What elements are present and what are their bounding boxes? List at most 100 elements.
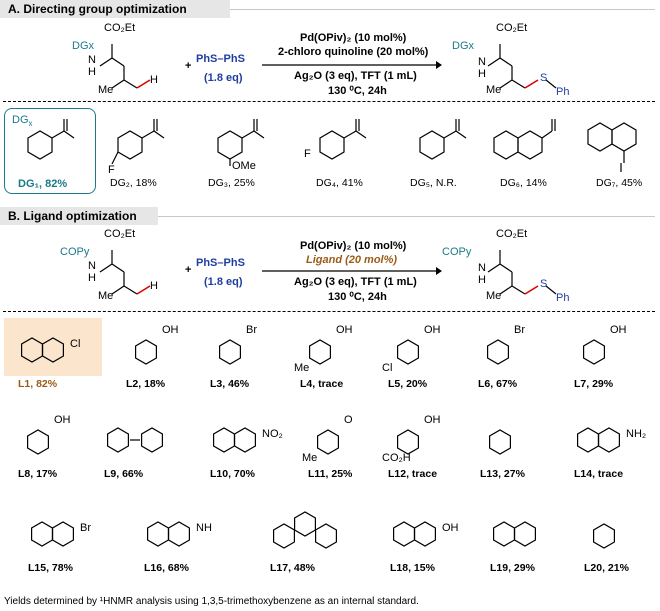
reagent-a-eq: (1.8 eq): [204, 72, 243, 84]
ligand-16-structure: [146, 521, 191, 547]
cond-a-1: Pd(OPiv)₂ (10 mol%): [300, 32, 407, 44]
ligand-3-substituent: Br: [246, 324, 257, 336]
ligand-2-substituent: OH: [162, 324, 179, 336]
plus-a: +: [185, 60, 192, 72]
dg5-label: DG₅, N.R.: [410, 177, 457, 189]
ligand-2-structure: [135, 339, 158, 365]
l1-highlight-box: [4, 318, 102, 376]
ligand-18-structure: [392, 521, 437, 547]
dg4-structure: [319, 119, 367, 160]
substrate-b-me: Me: [98, 290, 114, 302]
ligand-10-substituent: NO₂: [262, 428, 283, 440]
cond-a-2: 2-chloro quinoline (20 mol%): [278, 46, 429, 58]
cond-b-1: Pd(OPiv)₂ (10 mol%): [300, 240, 407, 252]
ligand-9-structure: [106, 427, 164, 453]
ligand-3-label: L3, 46%: [210, 378, 250, 390]
ligand-12-structure: [397, 429, 420, 455]
dg3-structure: [217, 119, 265, 166]
substrate-a-dg: DGx: [72, 40, 94, 52]
substrate-a-ester: CO₂Et: [104, 22, 136, 34]
plus-b: +: [185, 264, 192, 276]
ligand-14-label: L14, trace: [574, 468, 624, 480]
ligand-12-substituent: OH: [424, 414, 441, 426]
ligand-5-substituent-2: Cl: [382, 362, 393, 374]
product-b-me: Me: [486, 290, 502, 302]
ligand-12-substituent-2: CO₂H: [382, 452, 411, 464]
ligand-15-structure: [30, 521, 75, 547]
ligand-8-label: L8, 17%: [18, 468, 58, 480]
dg4-label: DG₄, 41%: [316, 177, 363, 189]
product-a-ph: Ph: [556, 86, 570, 98]
arrow-b: [262, 267, 442, 275]
ligand-14-structure: [576, 427, 621, 453]
ligand-5-structure: [397, 339, 420, 365]
cond-a-4: 130 ⁰C, 24h: [328, 85, 387, 97]
substrate-a-structure: [99, 44, 151, 89]
ligand-13-structure: [489, 429, 512, 455]
ligand-20-label: L20, 21%: [584, 562, 629, 574]
section-a-rule: [230, 9, 655, 10]
ligand-12-label: L12, trace: [388, 468, 438, 480]
product-b-structure: [487, 250, 557, 295]
ligand-10-structure: [212, 427, 257, 453]
ligand-5-label: L5, 20%: [388, 378, 428, 390]
ligand-8-structure: [27, 429, 50, 455]
dg2-label: DG₂, 18%: [110, 177, 157, 189]
section-b-rule: [158, 216, 655, 217]
substrate-a-h: H: [150, 74, 158, 86]
ligand-1-label: L1, 82%: [18, 378, 58, 390]
ligand-4-substituent: OH: [336, 324, 353, 336]
reagent-b: PhS–PhS: [196, 257, 245, 269]
ligand-4-label: L4, trace: [300, 378, 344, 390]
product-b-s: S: [540, 278, 548, 290]
ligand-18-substituent: OH: [442, 522, 459, 534]
product-a-s: S: [540, 72, 548, 84]
ligand-20-structure: [593, 523, 616, 549]
footnote: Yields determined by ¹HNMR analysis usin…: [4, 596, 419, 607]
ligand-6-structure: [487, 339, 510, 365]
dg2-f: F: [108, 164, 115, 176]
ligand-15-substituent: Br: [80, 522, 91, 534]
ligand-17-label: L17, 48%: [270, 562, 315, 574]
cond-a-3: Ag₂O (3 eq), TFT (1 mL): [294, 70, 417, 82]
cond-b-3: Ag₂O (3 eq), TFT (1 mL): [294, 276, 417, 288]
ligand-2-label: L2, 18%: [126, 378, 166, 390]
ligand-11-substituent: O: [344, 414, 353, 426]
ligand-11-structure: [317, 429, 340, 455]
ligand-6-label: L6, 67%: [478, 378, 518, 390]
substrate-b-copy: COPy: [60, 246, 90, 258]
divider-a: [3, 101, 655, 102]
dg6-label: DG₆, 14%: [500, 177, 547, 189]
ligand-14-substituent: NH₂: [626, 428, 647, 440]
dg7-label: DG₇, 45%: [596, 177, 643, 189]
ligand-8-substituent: OH: [54, 414, 71, 426]
arrow-a: [262, 61, 442, 69]
ligand-1-substituent: Cl: [70, 338, 81, 350]
dg4-f: F: [304, 148, 311, 160]
product-a-dg: DGx: [452, 40, 474, 52]
ligand-16-label: L16, 68%: [144, 562, 189, 574]
dg7-structure: [587, 122, 637, 172]
dg2-structure: [111, 119, 165, 165]
reagent-a: PhS–PhS: [196, 53, 245, 65]
reagent-b-eq: (1.8 eq): [204, 276, 243, 288]
dg1-structure: [27, 119, 75, 160]
ligand-15-label: L15, 78%: [28, 562, 73, 574]
ligand-7-substituent: OH: [610, 324, 627, 336]
ligand-3-structure: [219, 339, 242, 365]
dg6-structure: [493, 119, 556, 160]
ligand-19-structure: [492, 521, 537, 547]
ligand-16-substituent: NH: [196, 522, 212, 534]
dg1-label: DG₁, 82%: [18, 178, 68, 190]
product-a-me: Me: [486, 84, 502, 96]
ligand-4-substituent-2: Me: [294, 362, 310, 374]
ligand-4-structure: [309, 339, 332, 365]
product-a-ester: CO₂Et: [496, 22, 528, 34]
dg1-highlight-box: [4, 108, 96, 194]
ligand-7-label: L7, 29%: [574, 378, 614, 390]
dg1-dgx-label: DGx: [12, 114, 33, 129]
substrate-a-me: Me: [98, 84, 114, 96]
